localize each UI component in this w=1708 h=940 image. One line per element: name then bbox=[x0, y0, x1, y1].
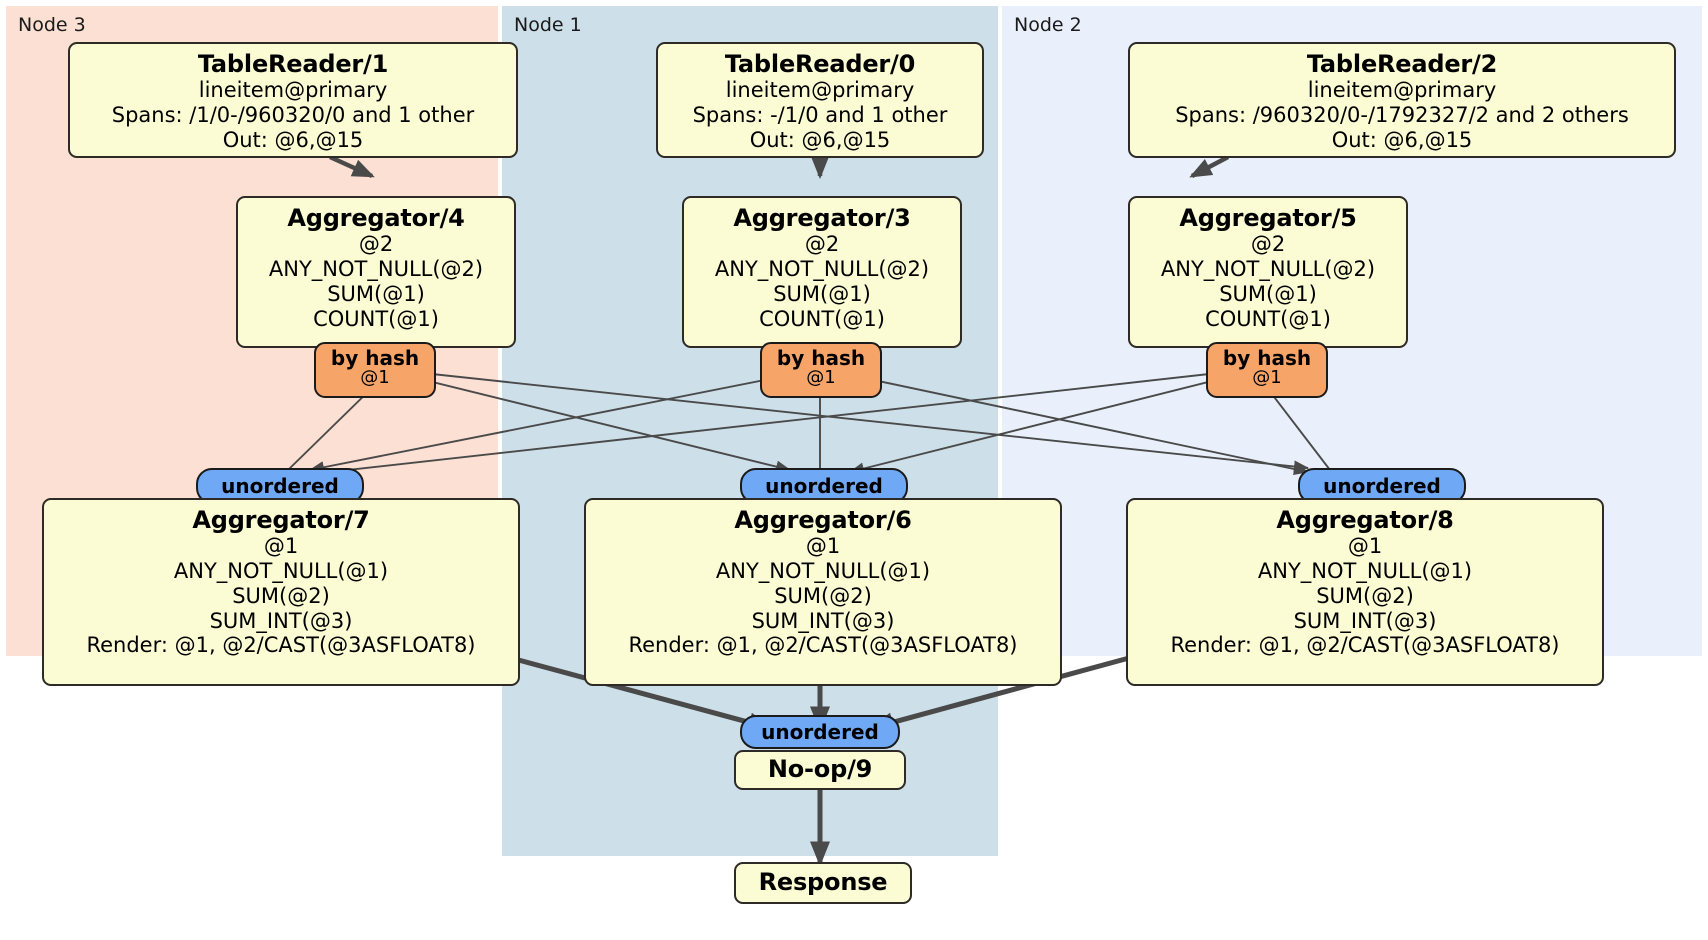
processor-detail-line: SUM_INT(@3) bbox=[751, 608, 895, 633]
node-panel-label-node3: Node 3 bbox=[18, 14, 86, 36]
processor-aggregator-5[interactable]: Aggregator/5 @2 ANY_NOT_NULL(@2) SUM(@1)… bbox=[1128, 196, 1408, 348]
processor-title: Response bbox=[758, 867, 888, 896]
synchronizer-label: unordered bbox=[761, 720, 879, 744]
processor-aggregator-4[interactable]: Aggregator/4 @2 ANY_NOT_NULL(@2) SUM(@1)… bbox=[236, 196, 516, 348]
processor-detail-line: SUM(@2) bbox=[1316, 583, 1414, 608]
processor-detail-line: lineitem@primary bbox=[1307, 78, 1497, 103]
processor-detail-line: Spans: /1/0-/960320/0 and 1 other bbox=[111, 103, 475, 128]
synchronizer-label: unordered bbox=[221, 474, 339, 498]
processor-detail-line: Out: @6,@15 bbox=[1331, 127, 1473, 152]
processor-render-line: Render: @1, @2/CAST(@3ASFLOAT8) bbox=[1170, 633, 1560, 658]
router-column: @1 bbox=[1252, 367, 1282, 388]
processor-detail-line: Out: @6,@15 bbox=[222, 127, 364, 152]
processor-detail-line: SUM(@2) bbox=[232, 583, 330, 608]
processor-detail-line: COUNT(@1) bbox=[313, 306, 439, 331]
processor-detail-line: SUM(@2) bbox=[774, 583, 872, 608]
synchronizer-label: unordered bbox=[1323, 474, 1441, 498]
processor-detail-line: @1 bbox=[805, 534, 841, 559]
processor-table-reader-2[interactable]: TableReader/2 lineitem@primary Spans: /9… bbox=[1128, 42, 1676, 158]
processor-detail-line: @1 bbox=[263, 534, 299, 559]
processor-title: No-op/9 bbox=[767, 754, 873, 783]
processor-detail-line: Spans: -/1/0 and 1 other bbox=[692, 103, 948, 128]
processor-title: Aggregator/3 bbox=[733, 204, 911, 232]
processor-detail-line: @2 bbox=[1250, 232, 1286, 257]
router-column: @1 bbox=[806, 367, 836, 388]
processor-detail-line: SUM_INT(@3) bbox=[209, 608, 353, 633]
processor-detail-line: ANY_NOT_NULL(@2) bbox=[714, 257, 930, 282]
processor-title: Aggregator/5 bbox=[1179, 204, 1357, 232]
processor-detail-line: SUM_INT(@3) bbox=[1293, 608, 1437, 633]
processor-detail-line: Spans: /960320/0-/1792327/2 and 2 others bbox=[1175, 103, 1629, 128]
processor-no-op-9[interactable]: No-op/9 bbox=[734, 750, 906, 790]
processor-detail-line: ANY_NOT_NULL(@1) bbox=[715, 559, 931, 584]
processor-title: TableReader/1 bbox=[197, 50, 389, 78]
processor-title: Aggregator/8 bbox=[1276, 506, 1454, 534]
router-label: by hash bbox=[776, 346, 866, 370]
synchronizer-unordered-final[interactable]: unordered bbox=[740, 715, 900, 749]
processor-title: Aggregator/7 bbox=[192, 506, 370, 534]
processor-detail-line: ANY_NOT_NULL(@2) bbox=[1160, 257, 1376, 282]
processor-aggregator-3[interactable]: Aggregator/3 @2 ANY_NOT_NULL(@2) SUM(@1)… bbox=[682, 196, 962, 348]
processor-render-line: Render: @1, @2/CAST(@3ASFLOAT8) bbox=[86, 633, 476, 658]
processor-detail-line: COUNT(@1) bbox=[1205, 306, 1331, 331]
processor-title: Aggregator/4 bbox=[287, 204, 465, 232]
node-panel-label-node1: Node 1 bbox=[514, 14, 582, 36]
synchronizer-label: unordered bbox=[765, 474, 883, 498]
router-by-hash-center[interactable]: by hash @1 bbox=[760, 342, 882, 398]
processor-title: Aggregator/6 bbox=[734, 506, 912, 534]
router-by-hash-right[interactable]: by hash @1 bbox=[1206, 342, 1328, 398]
processor-response[interactable]: Response bbox=[734, 862, 912, 904]
processor-title: TableReader/0 bbox=[724, 50, 916, 78]
processor-aggregator-8[interactable]: Aggregator/8 @1 ANY_NOT_NULL(@1) SUM(@2)… bbox=[1126, 498, 1604, 686]
processor-detail-line: COUNT(@1) bbox=[759, 306, 885, 331]
router-column: @1 bbox=[360, 367, 390, 388]
processor-detail-line: SUM(@1) bbox=[327, 281, 425, 306]
processor-aggregator-7[interactable]: Aggregator/7 @1 ANY_NOT_NULL(@1) SUM(@2)… bbox=[42, 498, 520, 686]
processor-detail-line: SUM(@1) bbox=[773, 281, 871, 306]
processor-aggregator-6[interactable]: Aggregator/6 @1 ANY_NOT_NULL(@1) SUM(@2)… bbox=[584, 498, 1062, 686]
processor-detail-line: Out: @6,@15 bbox=[749, 127, 891, 152]
processor-detail-line: SUM(@1) bbox=[1219, 281, 1317, 306]
processor-table-reader-0[interactable]: TableReader/0 lineitem@primary Spans: -/… bbox=[656, 42, 984, 158]
processor-title: TableReader/2 bbox=[1306, 50, 1498, 78]
node-panel-label-node2: Node 2 bbox=[1014, 14, 1082, 36]
processor-detail-line: @2 bbox=[358, 232, 394, 257]
processor-render-line: Render: @1, @2/CAST(@3ASFLOAT8) bbox=[628, 633, 1018, 658]
processor-detail-line: @2 bbox=[804, 232, 840, 257]
processor-detail-line: @1 bbox=[1347, 534, 1383, 559]
processor-detail-line: ANY_NOT_NULL(@1) bbox=[173, 559, 389, 584]
router-label: by hash bbox=[1222, 346, 1312, 370]
router-by-hash-left[interactable]: by hash @1 bbox=[314, 342, 436, 398]
processor-detail-line: ANY_NOT_NULL(@2) bbox=[268, 257, 484, 282]
processor-detail-line: ANY_NOT_NULL(@1) bbox=[1257, 559, 1473, 584]
router-label: by hash bbox=[330, 346, 420, 370]
processor-detail-line: lineitem@primary bbox=[198, 78, 388, 103]
processor-detail-line: lineitem@primary bbox=[725, 78, 915, 103]
processor-table-reader-1[interactable]: TableReader/1 lineitem@primary Spans: /1… bbox=[68, 42, 518, 158]
